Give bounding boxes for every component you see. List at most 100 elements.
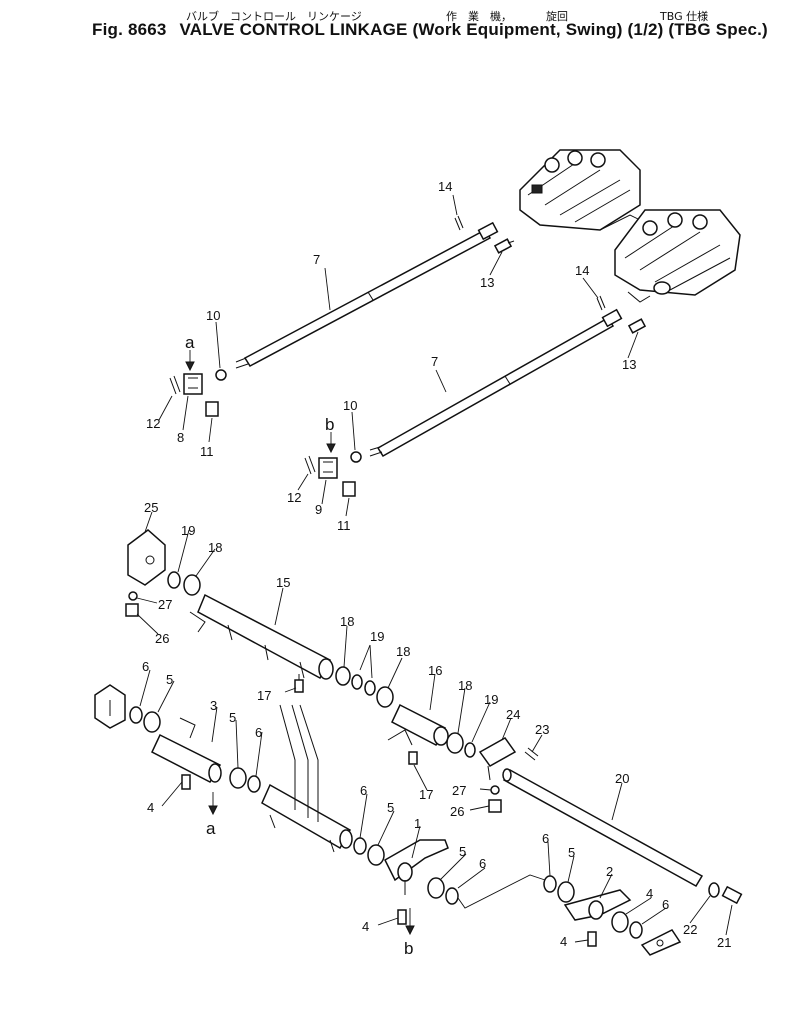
rod-7-upper bbox=[235, 221, 499, 369]
callout-6: 6 bbox=[479, 856, 486, 871]
bolt-11-lower bbox=[342, 481, 356, 497]
rod-7-lower bbox=[369, 308, 623, 458]
bushing-5-center bbox=[229, 767, 247, 789]
bushing-19-mid-a bbox=[351, 674, 363, 690]
callout-10: 10 bbox=[206, 308, 220, 323]
bracket-24 bbox=[478, 737, 517, 781]
washer-27-lower bbox=[490, 785, 500, 795]
bushing-6-lever2-a bbox=[543, 875, 557, 893]
callout-5: 5 bbox=[166, 672, 173, 687]
callout-19: 19 bbox=[181, 523, 195, 538]
callout-16: 16 bbox=[428, 663, 442, 678]
callout-11: 11 bbox=[200, 444, 214, 459]
shaft-16 bbox=[387, 703, 449, 747]
callout-15: 15 bbox=[276, 575, 290, 590]
bolt-11-upper bbox=[205, 401, 219, 417]
view-letter-b-lower: b bbox=[404, 939, 413, 958]
callout-22: 22 bbox=[683, 922, 697, 937]
callout-12: 12 bbox=[287, 490, 301, 505]
callout-27: 27 bbox=[452, 783, 466, 798]
callout-4: 4 bbox=[362, 919, 369, 934]
clevis-8 bbox=[183, 373, 203, 395]
callout-21: 21 bbox=[717, 935, 731, 950]
callout-17: 17 bbox=[257, 688, 271, 703]
lever-2 bbox=[563, 889, 632, 921]
grease-fitting-4-right bbox=[587, 931, 597, 947]
bushing-18-upper bbox=[183, 574, 201, 596]
figure-header: バルブ コントロール リンケージ 作 業 機， 旋回 TBG 仕様 Fig. 8… bbox=[0, 0, 790, 60]
clevis-9 bbox=[318, 457, 338, 479]
callout-18: 18 bbox=[208, 540, 222, 555]
nut-10-upper bbox=[215, 369, 227, 381]
pin-14-lower bbox=[596, 295, 606, 311]
callout-2: 2 bbox=[606, 864, 613, 879]
leader-lines bbox=[136, 194, 733, 943]
callout-7: 7 bbox=[431, 354, 438, 369]
callout-6: 6 bbox=[542, 831, 549, 846]
bushing-6-mid bbox=[353, 837, 367, 855]
callout-18: 18 bbox=[458, 678, 472, 693]
mount-bracket-right bbox=[640, 929, 682, 956]
callout-14: 14 bbox=[575, 263, 589, 278]
callout-14: 14 bbox=[438, 179, 452, 194]
washer-22 bbox=[708, 882, 720, 898]
bolt-13-upper bbox=[493, 238, 515, 254]
callout-17: 17 bbox=[419, 787, 433, 802]
control-valve-lower bbox=[614, 209, 741, 303]
callout-25: 25 bbox=[144, 500, 158, 515]
callout-12: 12 bbox=[146, 416, 160, 431]
mount-bracket-left bbox=[94, 684, 126, 729]
bushing-6-center bbox=[247, 775, 261, 793]
bracket-25 bbox=[127, 529, 166, 586]
callout-18: 18 bbox=[340, 614, 354, 629]
bushing-5-left bbox=[143, 711, 161, 733]
pin-12-upper bbox=[169, 375, 181, 395]
grease-fitting-4-mid bbox=[397, 909, 407, 925]
pin-23 bbox=[524, 747, 539, 761]
japanese-title-part: TBG 仕様 bbox=[660, 10, 709, 23]
bushing-19-right bbox=[464, 742, 476, 758]
callout-23: 23 bbox=[535, 722, 549, 737]
callout-10: 10 bbox=[343, 398, 357, 413]
shaft-center-bent bbox=[261, 704, 353, 853]
callout-6: 6 bbox=[360, 783, 367, 798]
callout-6: 6 bbox=[255, 725, 262, 740]
callout-5: 5 bbox=[229, 710, 236, 725]
bushing-5-lever2-a bbox=[557, 881, 575, 903]
bushing-19-upper bbox=[167, 571, 181, 589]
callout-26: 26 bbox=[155, 631, 169, 646]
callout-7: 7 bbox=[313, 252, 320, 267]
figure-number: Fig. 8663 bbox=[92, 20, 167, 39]
callout-numbers: 14 7 13 14 7 13 10 10 12 8 11 12 9 11 25… bbox=[142, 179, 731, 958]
callout-5: 5 bbox=[459, 844, 466, 859]
bolt-26-lower bbox=[488, 799, 502, 813]
callout-19: 19 bbox=[484, 692, 498, 707]
callout-4: 4 bbox=[560, 934, 567, 949]
callout-19: 19 bbox=[370, 629, 384, 644]
bushing-18-right bbox=[446, 732, 464, 754]
bushing-5-mid bbox=[367, 844, 385, 866]
callout-4: 4 bbox=[147, 800, 154, 815]
callout-26: 26 bbox=[450, 804, 464, 819]
view-letter-a-upper: a bbox=[185, 333, 195, 352]
bushing-18-mid bbox=[335, 666, 351, 686]
callout-1: 1 bbox=[414, 816, 421, 831]
washer-27-upper bbox=[128, 591, 138, 601]
callout-13: 13 bbox=[480, 275, 494, 290]
control-valve-upper bbox=[519, 149, 651, 231]
callout-5: 5 bbox=[387, 800, 394, 815]
view-letter-a-lower: a bbox=[206, 819, 216, 838]
bolt-13-lower bbox=[627, 318, 647, 334]
pin-14-upper bbox=[454, 215, 464, 231]
bushing-18-mid-b bbox=[376, 686, 394, 708]
callout-8: 8 bbox=[177, 430, 184, 445]
lever-3 bbox=[151, 717, 222, 783]
callout-9: 9 bbox=[315, 502, 322, 517]
callout-24: 24 bbox=[506, 707, 520, 722]
callout-6: 6 bbox=[142, 659, 149, 674]
callout-11: 11 bbox=[337, 518, 351, 533]
japanese-title-part: 旋回 bbox=[546, 10, 568, 23]
bushing-19-mid-b bbox=[364, 680, 376, 696]
japanese-title-part: 作 業 機， bbox=[446, 10, 512, 23]
